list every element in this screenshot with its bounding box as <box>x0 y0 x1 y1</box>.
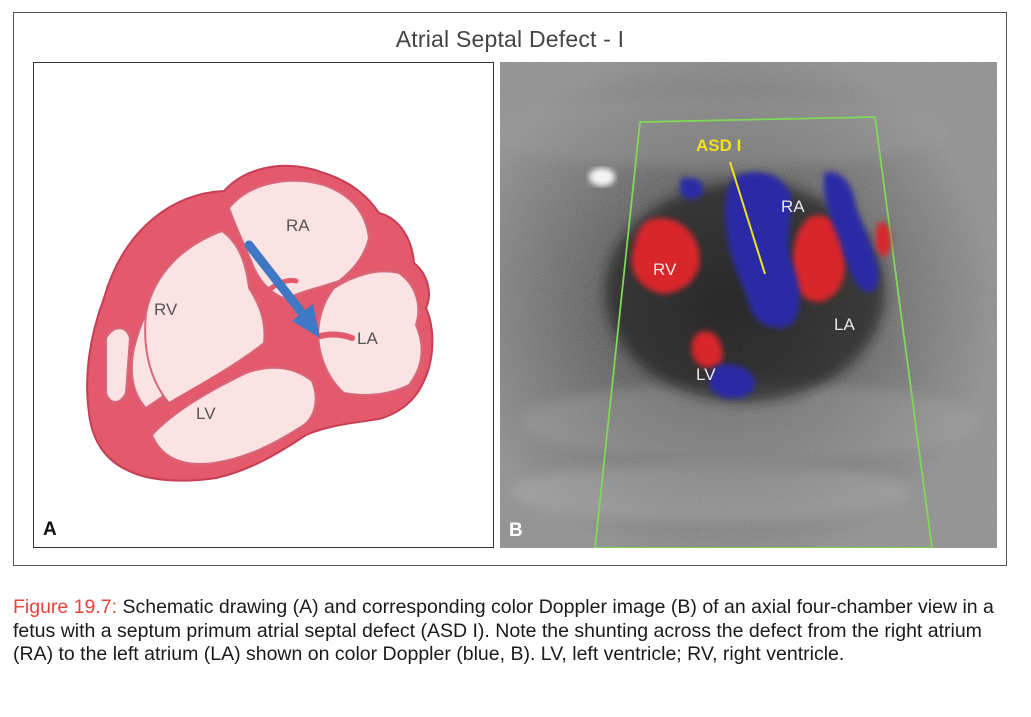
caption-label: Figure 19.7: <box>13 596 118 618</box>
label-ra-doppler: RA <box>781 197 805 216</box>
figure-title: Atrial Septal Defect - I <box>395 26 625 52</box>
asd-pointer-line <box>729 161 766 275</box>
caption-text: Schematic drawing (A) and corresponding … <box>13 596 994 665</box>
label-la-doppler: LA <box>834 315 855 334</box>
la-chamber <box>317 270 423 396</box>
panel-b-letter: B <box>509 520 523 541</box>
figure-caption: Figure 19.7: Schematic drawing (A) and c… <box>13 596 1018 667</box>
label-rv-schematic: RV <box>154 300 178 319</box>
tissue-band <box>510 462 910 522</box>
moderator-band <box>105 327 132 403</box>
mitral-valve-leaflet <box>293 331 355 348</box>
bright-echo <box>589 168 615 186</box>
panel-b-doppler-image: ASD I RA RV LA LV B <box>500 62 997 548</box>
heart-schematic-drawing: RA RV LA LV <box>86 164 434 482</box>
label-rv-doppler: RV <box>653 260 677 279</box>
tissue-band <box>520 382 980 462</box>
label-asd-doppler: ASD I <box>696 136 741 155</box>
tissue-band <box>500 97 950 167</box>
ventricular-septum <box>157 346 289 418</box>
doppler-blue-flow <box>680 171 879 399</box>
label-la-schematic: LA <box>357 329 378 348</box>
panel-a-letter: A <box>43 519 57 540</box>
color-doppler-ultrasound: ASD I RA RV LA LV <box>500 62 997 548</box>
lv-chamber <box>150 366 317 465</box>
label-lv-schematic: LV <box>196 404 216 423</box>
doppler-sector-outline <box>594 116 933 548</box>
doppler-red-flow <box>631 215 891 368</box>
label-ra-schematic: RA <box>286 216 310 235</box>
rv-chamber <box>144 229 266 405</box>
panel-a-schematic: RA RV LA LV A <box>33 62 494 548</box>
label-lv-doppler: LV <box>696 365 716 384</box>
shunt-arrow <box>244 240 320 338</box>
